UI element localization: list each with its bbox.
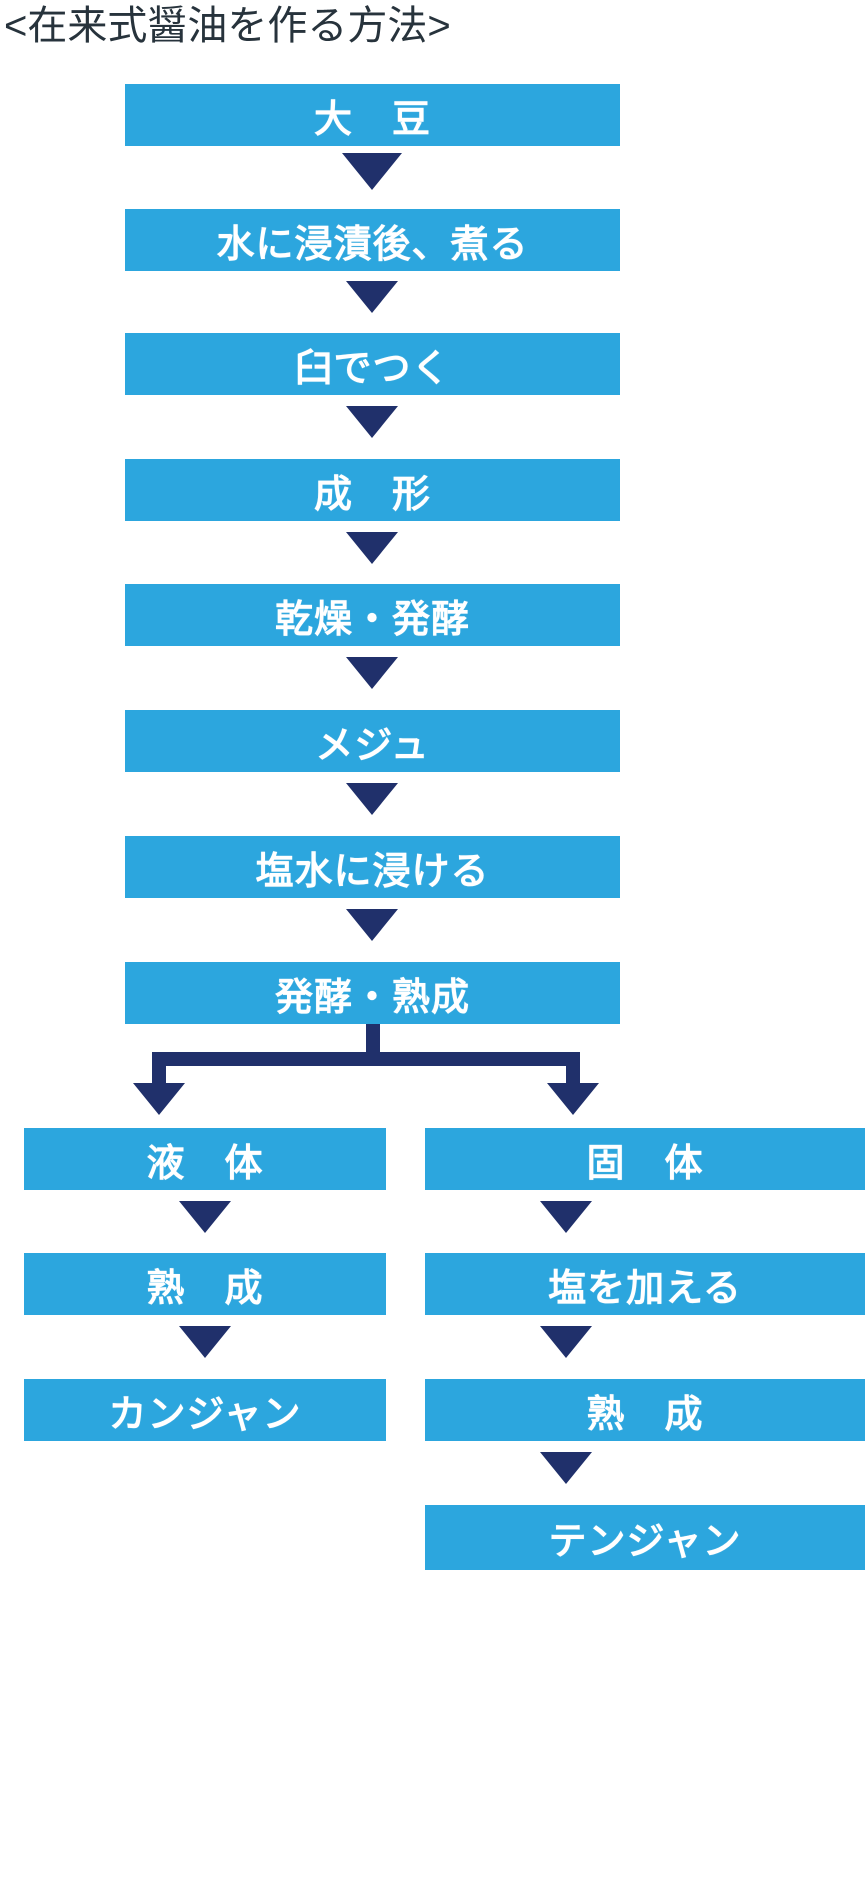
process-box-ferment-and-age[interactable]: 発酵・熟成	[125, 962, 620, 1024]
process-box-doenjang[interactable]: テンジャン	[425, 1505, 865, 1570]
process-box-solid-aging[interactable]: 熟 成	[425, 1379, 865, 1441]
process-box-shaping[interactable]: 成 形	[125, 459, 620, 521]
down-arrow-icon	[342, 153, 402, 190]
down-arrow-icon	[346, 657, 398, 689]
down-arrow-icon	[346, 783, 398, 815]
process-box-add-salt[interactable]: 塩を加える	[425, 1253, 865, 1315]
down-arrow-icon	[346, 909, 398, 941]
down-arrow-icon	[346, 532, 398, 564]
down-arrow-icon	[346, 281, 398, 313]
page-title: <在来式醤油を作る方法>	[4, 4, 451, 48]
process-box-dry-and-ferment[interactable]: 乾燥・発酵	[125, 584, 620, 646]
down-arrow-icon	[346, 406, 398, 438]
down-arrow-icon	[540, 1201, 592, 1233]
process-box-pound-in-mortar[interactable]: 臼でつく	[125, 333, 620, 395]
down-arrow-icon	[540, 1452, 592, 1484]
down-arrow-icon	[179, 1201, 231, 1233]
process-box-liquid[interactable]: 液 体	[24, 1128, 386, 1190]
process-box-meju[interactable]: メジュ	[125, 710, 620, 772]
process-box-soybean[interactable]: 大 豆	[125, 84, 620, 146]
down-arrow-icon	[540, 1326, 592, 1358]
process-box-soak-and-boil[interactable]: 水に浸漬後、煮る	[125, 209, 620, 271]
down-arrow-icon	[179, 1326, 231, 1358]
process-box-liquid-aging[interactable]: 熟 成	[24, 1253, 386, 1315]
process-box-ganjang[interactable]: カンジャン	[24, 1379, 386, 1441]
process-box-soak-in-brine[interactable]: 塩水に浸ける	[125, 836, 620, 898]
process-box-solid[interactable]: 固 体	[425, 1128, 865, 1190]
